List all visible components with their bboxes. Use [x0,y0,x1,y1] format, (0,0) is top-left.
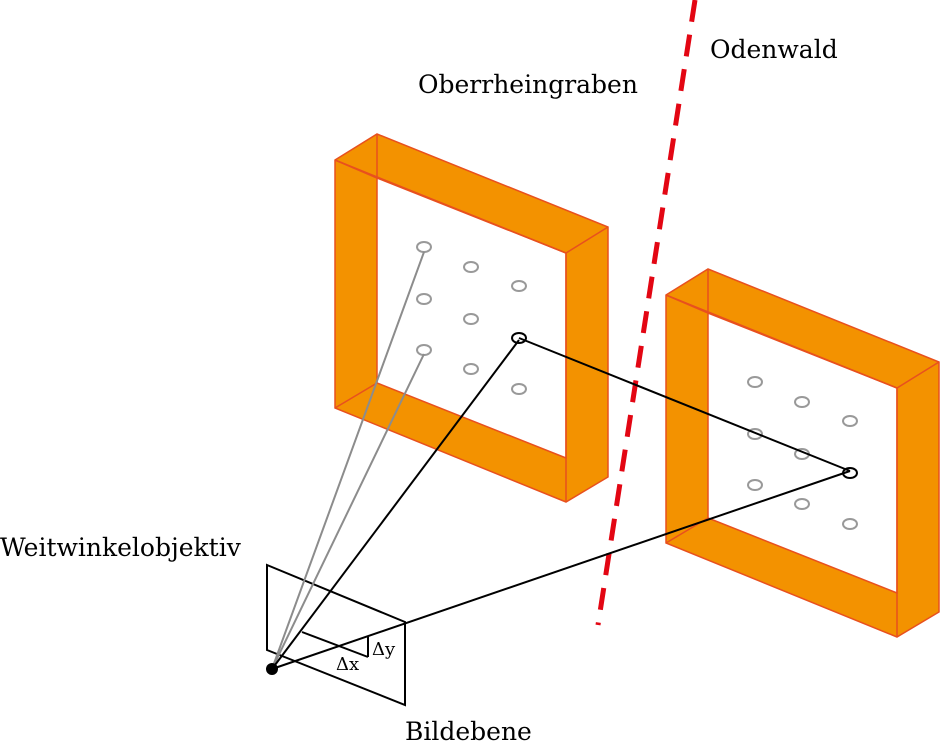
label-odenwald: Odenwald [710,35,838,64]
fault-line [595,0,698,626]
rays [271,251,851,670]
target-dot-selected [511,332,527,344]
label-lens: Weitwinkelobjektiv [0,533,242,562]
label-delta-y: Δy [372,639,396,660]
frame-body [665,268,940,638]
target-dots [416,241,527,395]
label-image-plane: Bildebene [405,717,532,746]
image-plane [266,563,406,707]
target-dots [747,376,858,530]
frame-oberrheingraben [334,133,609,503]
frame-edges [334,134,609,502]
frame-odenwald [665,268,940,638]
label-delta-x: Δx [336,654,359,675]
frame-body [334,133,609,503]
label-oberrheingraben: Oberrheingraben [418,70,638,99]
lens-center-point [266,663,278,675]
